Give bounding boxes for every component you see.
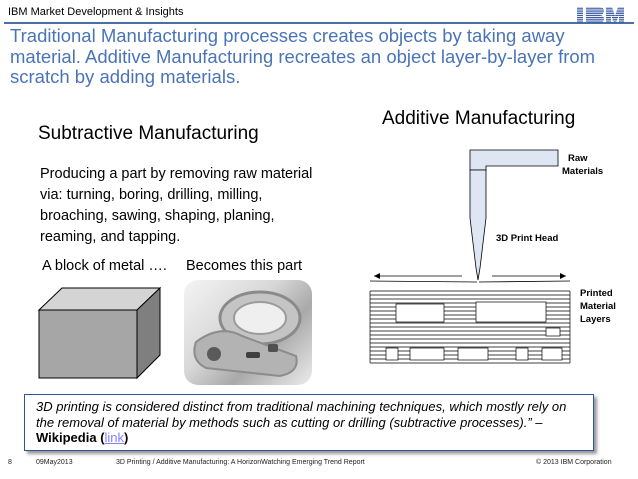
- ibm-logo: [576, 6, 626, 29]
- additive-title: Additive Manufacturing: [382, 108, 576, 129]
- raw-label-line2: Materials: [562, 166, 604, 177]
- machined-part-photo: [184, 280, 312, 385]
- wikipedia-quote: 3D printing is considered distinct from …: [36, 399, 588, 446]
- footer-copyright: © 2013 IBM Corporation: [536, 459, 612, 466]
- header-org-text: IBM Market Development & Insights: [8, 6, 184, 18]
- footer-title: 3D Printing / Additive Manufacturing: A …: [116, 459, 365, 466]
- quote-paren-open: (: [96, 430, 105, 445]
- part-caption: Becomes this part: [186, 258, 303, 274]
- layers-label-line2: Material: [580, 301, 616, 312]
- printed-layers-label: Printed Material Layers: [580, 287, 616, 326]
- raw-label-line1: Raw: [568, 153, 588, 164]
- header-divider: [4, 22, 634, 24]
- wikipedia-link[interactable]: link: [104, 430, 125, 445]
- quote-body: 3D printing is considered distinct from …: [36, 399, 567, 430]
- metal-block-caption: A block of metal ….: [42, 258, 167, 274]
- quote-source: Wikipedia: [36, 430, 97, 445]
- subtractive-description: Producing a part by removing raw materia…: [40, 166, 313, 245]
- subtractive-title: Subtractive Manufacturing: [38, 123, 259, 144]
- layers-label-line3: Layers: [580, 314, 611, 325]
- print-head-label: 3D Print Head: [496, 233, 559, 244]
- quote-box: [24, 394, 594, 451]
- slide-headline: Traditional Manufacturing processes crea…: [10, 25, 596, 87]
- footer-date: 09May2013: [36, 459, 73, 466]
- additive-diagram: [366, 138, 580, 373]
- metal-block-illustration: [36, 283, 164, 388]
- layers-label-line1: Printed: [580, 288, 613, 299]
- footer-page-number: 8: [8, 459, 12, 466]
- quote-paren-close: ): [124, 430, 129, 445]
- raw-materials-label: Raw Materials: [562, 152, 603, 178]
